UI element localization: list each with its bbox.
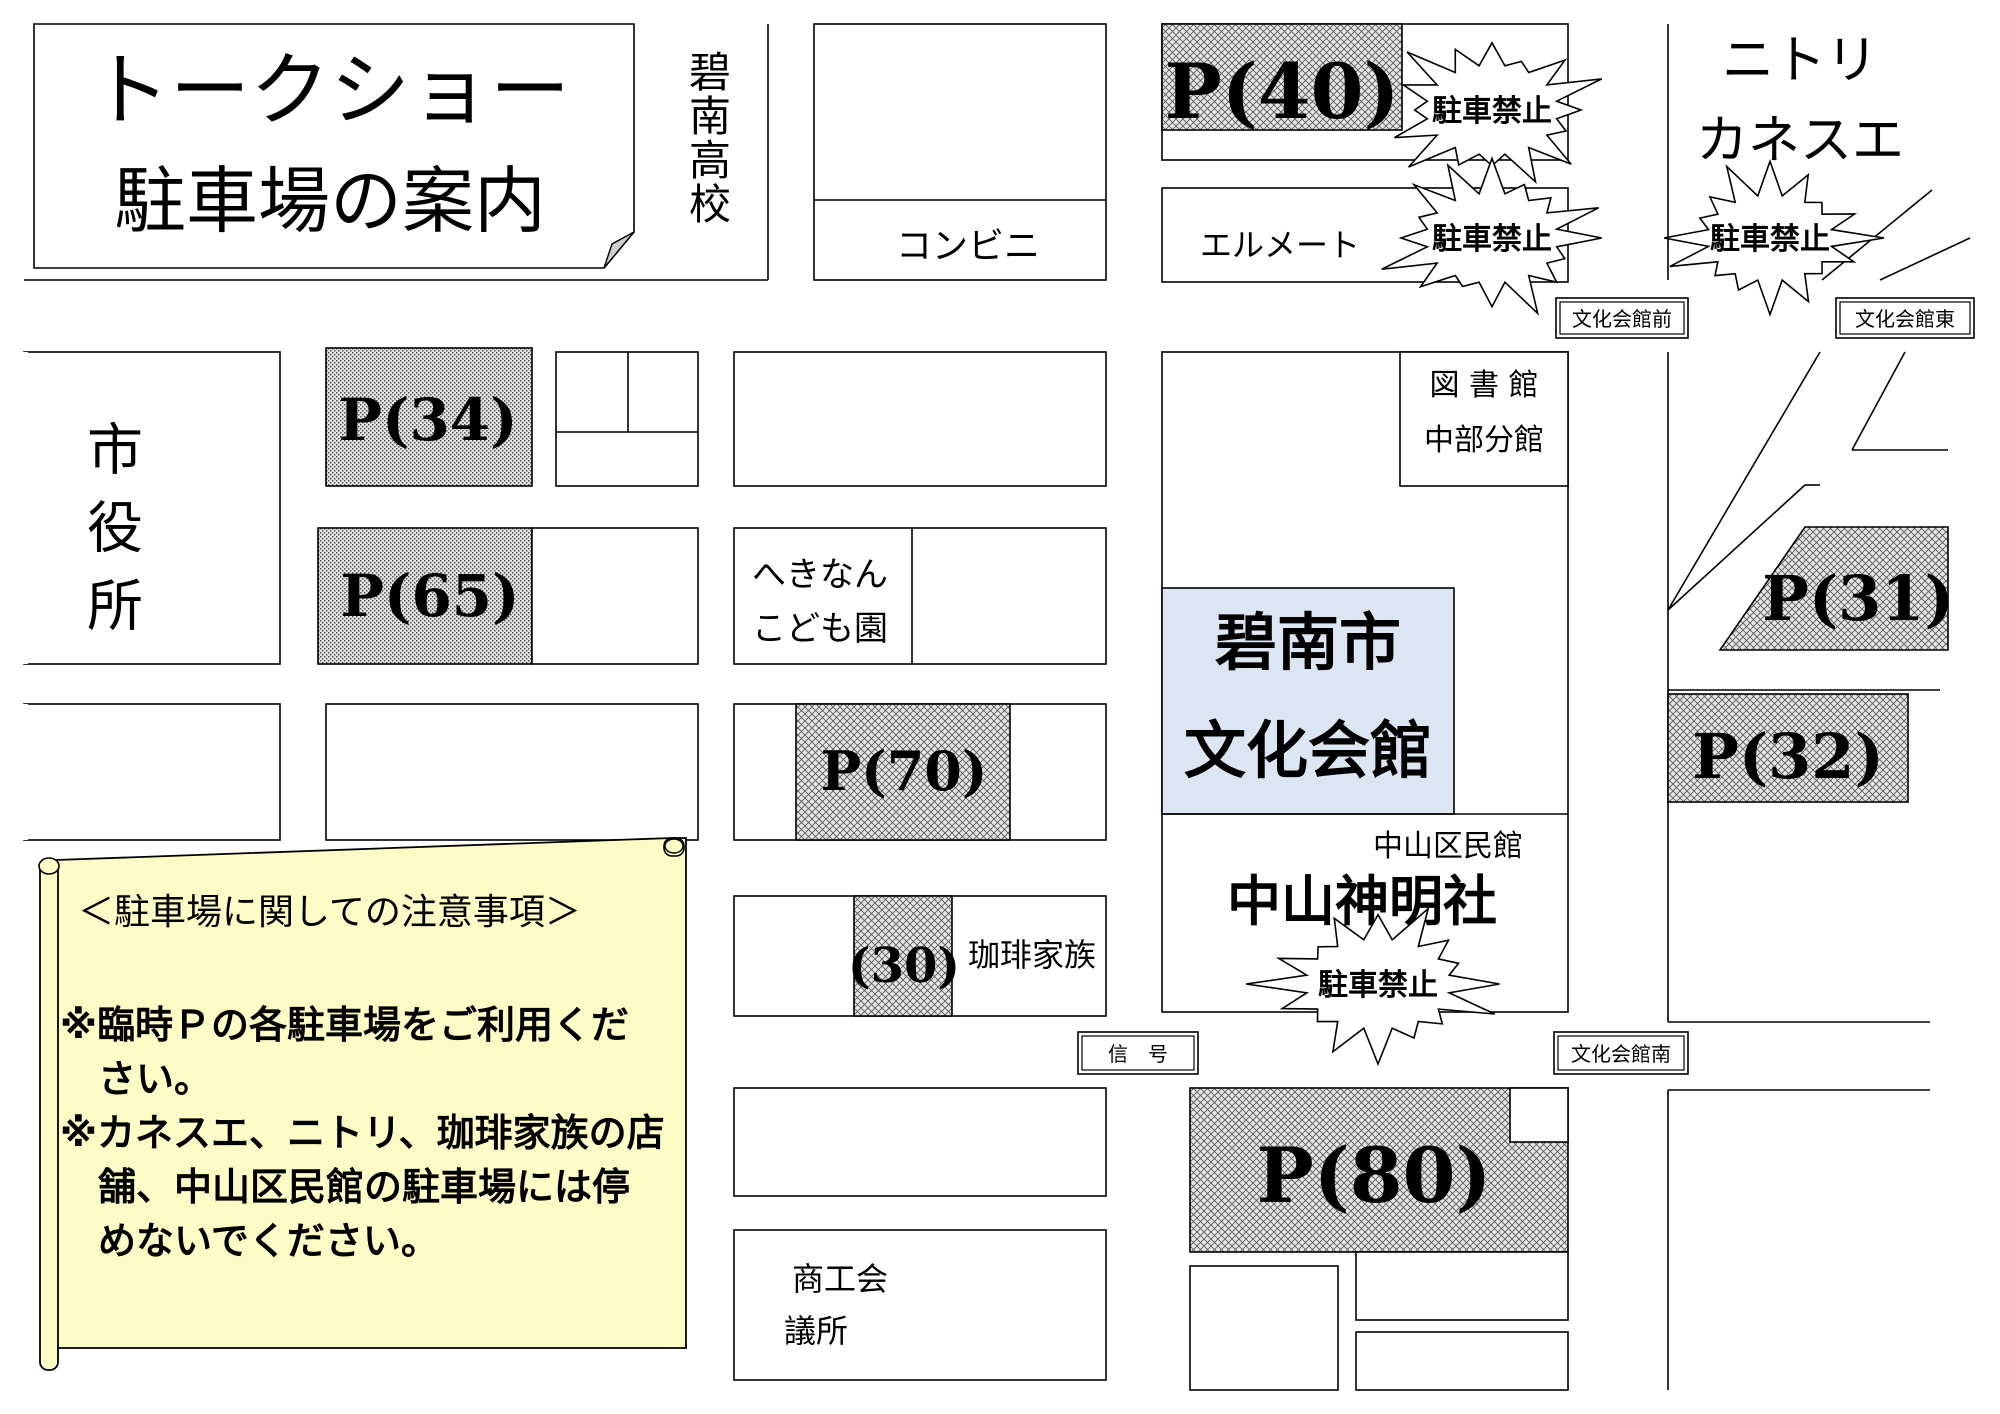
chamber-label-1: 商工会 <box>792 1260 888 1298</box>
parking-p31-label: P(31) <box>1762 562 1954 635</box>
parking-p80 <box>1189 1087 1569 1253</box>
no-parking-burst-1-label: 駐車禁止 <box>1432 94 1552 129</box>
title-card: トークショー 駐車場の案内 <box>33 23 635 269</box>
parking-p32-label: P(32) <box>1692 720 1884 793</box>
parking-p34 <box>325 347 533 487</box>
konbini-label: コンビニ <box>896 226 1040 267</box>
block-r2c4 <box>733 351 1107 487</box>
no-parking-burst-4-label: 駐車禁止 <box>1318 968 1438 1003</box>
culture-hall-label-1: 碧南市 <box>1215 606 1401 679</box>
kindergarten-label-1: へきなん <box>752 555 888 595</box>
signal-south-label: 文化会館南 <box>1571 1042 1671 1066</box>
elmate-label: エルメート <box>1200 226 1360 264</box>
shrine-label: 中山神明社 <box>1227 870 1497 933</box>
kindergarten-label-2: こども園 <box>752 609 888 649</box>
block-south-4 <box>1355 1331 1569 1391</box>
block-r4c2 <box>325 703 699 841</box>
parking-p40 <box>1161 23 1403 131</box>
chamber-label-2: 議所 <box>784 1312 848 1350</box>
city-hall-block <box>23 351 281 665</box>
no-parking-burst-2-label: 駐車禁止 <box>1432 222 1552 257</box>
culture-hall <box>1161 587 1455 815</box>
parking-p32 <box>1667 693 1909 803</box>
no-parking-burst-3-label: 駐車禁止 <box>1710 222 1830 257</box>
parking-p65-label: P(65) <box>340 562 519 630</box>
parking-p70-label: P(70) <box>821 739 988 803</box>
culture-hall-label-2: 文化会館 <box>1184 714 1432 787</box>
parking-p30 <box>853 895 953 1017</box>
notice-line-4: 舗、中山区民館の駐車場には停 <box>60 1165 630 1209</box>
no-parking-burst-2 <box>1381 155 1602 316</box>
small-block <box>555 351 699 487</box>
roads <box>24 24 1971 1390</box>
library-branch-label: 中部分館 <box>1424 423 1544 458</box>
hekinan-high-label: 碧南高校 <box>683 50 732 226</box>
block-south-1 <box>733 1087 1107 1197</box>
nitori-label: ニトリ <box>1722 31 1878 91</box>
notice-line-2: さい。 <box>60 1057 212 1101</box>
parking-p65 <box>317 527 533 665</box>
block-r4c1 <box>23 703 281 841</box>
signal-crossing: 信 号 <box>1077 1031 1199 1075</box>
notice-scroll: ＜駐車場に関しての注意事項＞ ※臨時Ｐの各駐車場をご利用くだ さい。 ※カネスエ… <box>38 837 687 1371</box>
block-south-2 <box>1189 1265 1339 1391</box>
no-parking-burst-4 <box>1245 906 1500 1067</box>
signal-crossing-label: 信 号 <box>1108 1042 1168 1066</box>
signal-front: 文化会館前 <box>1555 297 1689 339</box>
parking-p30-label: (30) <box>848 938 960 994</box>
title-line2: 駐車場の案内 <box>114 159 546 243</box>
chamber-block <box>733 1229 1107 1381</box>
parking-p80-label: P(80) <box>1257 1131 1492 1220</box>
kindergarten-block <box>733 527 1107 665</box>
signal-front-label: 文化会館前 <box>1572 307 1672 331</box>
coffee-label: 珈琲家族 <box>968 936 1096 974</box>
notice-line-3: ※カネスエ、ニトリ、珈琲家族の店 <box>60 1111 665 1155</box>
block-r3c2 <box>531 527 699 665</box>
city-hall-label: 市役所 <box>78 420 143 654</box>
konbini-block <box>813 23 1107 281</box>
block-south-3 <box>1355 1251 1569 1321</box>
signal-south: 文化会館南 <box>1553 1031 1689 1075</box>
title-line1: トークショー <box>90 44 570 137</box>
notice-line-1: ※臨時Ｐの各駐車場をご利用くだ <box>60 1003 629 1047</box>
notice-heading: ＜駐車場に関しての注意事項＞ <box>78 892 581 933</box>
signal-east: 文化会館東 <box>1835 297 1975 339</box>
no-parking-burst-3 <box>1663 158 1885 317</box>
notice-line-5: めないでください。 <box>60 1219 439 1263</box>
kanesue-label: カネスエ <box>1696 111 1904 171</box>
signal-east-label: 文化会館東 <box>1855 307 1955 331</box>
parking-p31 <box>1718 526 1949 651</box>
parking-p40-label: P(40) <box>1165 47 1400 136</box>
parking-p34-label: P(34) <box>338 386 517 454</box>
nakayama-hall-label: 中山区民館 <box>1373 829 1523 864</box>
library-block <box>1399 351 1569 487</box>
parking-p70 <box>795 703 1011 841</box>
library-label: 図 書 館 <box>1429 368 1538 403</box>
